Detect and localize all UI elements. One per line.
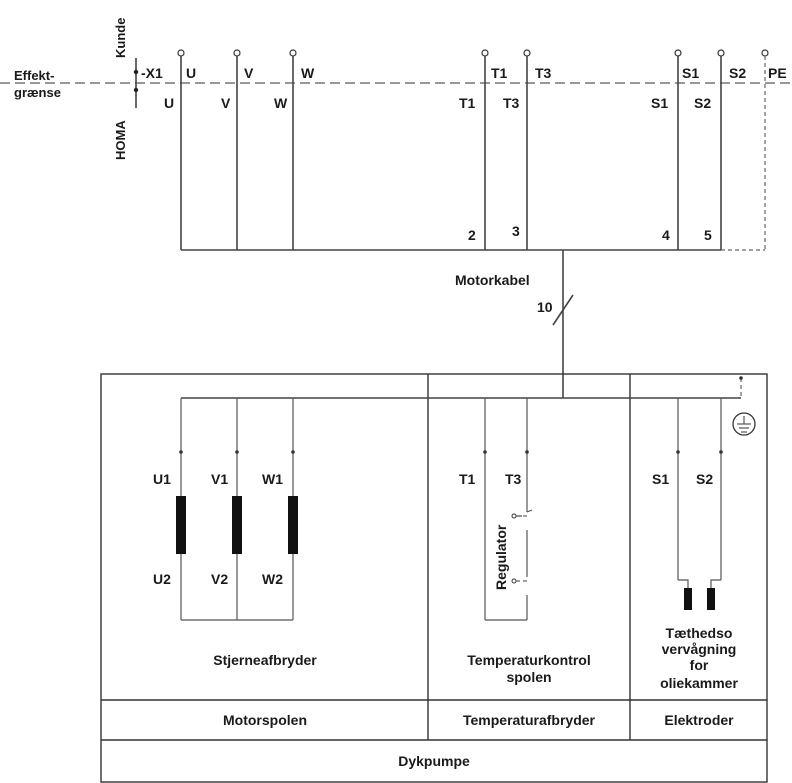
electrode-section-footer: Elektroder bbox=[664, 712, 734, 728]
electrode-caption-line: oliekammer bbox=[660, 675, 738, 691]
pump-box bbox=[100, 373, 768, 783]
customer-terminal-label: V bbox=[244, 65, 254, 81]
cable-slash-mark bbox=[552, 294, 574, 326]
electrode-caption-line: for bbox=[690, 657, 709, 673]
coil-top-label: W1 bbox=[262, 471, 283, 487]
homa-terminal-label: T3 bbox=[503, 95, 520, 111]
customer-side-label: Kunde bbox=[113, 18, 128, 58]
terminal-v-icon bbox=[233, 49, 241, 57]
motor-windings: U1 V1 W1 U2 V2 W2 bbox=[153, 398, 298, 621]
customer-terminals: U V W T1 T3 S1 S2 PE bbox=[177, 49, 787, 81]
coil-bottom-label: W2 bbox=[262, 571, 283, 587]
coil-bottom-label: U2 bbox=[153, 571, 171, 587]
terminal-s1-icon bbox=[674, 49, 682, 57]
cable-core-count: 10 bbox=[537, 299, 553, 315]
homa-side-label: HOMA bbox=[113, 120, 128, 160]
homa-terminal-label: S2 bbox=[694, 95, 711, 111]
core-number: 2 bbox=[468, 227, 476, 243]
customer-terminal-label: PE bbox=[768, 65, 787, 81]
terminal-block-dot-top bbox=[133, 69, 139, 75]
customer-terminal-label: T1 bbox=[491, 65, 508, 81]
homa-terminals: U V W T1 T3 S1 S2 bbox=[164, 95, 711, 111]
core-number: 5 bbox=[704, 227, 712, 243]
terminal-block-label: -X1 bbox=[141, 65, 163, 81]
homa-terminal-label: U bbox=[164, 95, 174, 111]
terminal-pe-icon bbox=[761, 49, 769, 57]
customer-terminal-label: S1 bbox=[682, 65, 699, 81]
electrode-terminal-label: S1 bbox=[652, 471, 669, 487]
terminal-block-dot-bottom bbox=[133, 87, 139, 93]
terminal-w-icon bbox=[289, 49, 297, 57]
conductors bbox=[180, 56, 766, 251]
customer-terminal-label: U bbox=[186, 65, 196, 81]
homa-terminal-label: S1 bbox=[651, 95, 668, 111]
coil-bottom-label: V2 bbox=[211, 571, 228, 587]
boundary-label-line1: Effekt- bbox=[14, 68, 54, 83]
electrodes: S1 S2 bbox=[652, 398, 723, 610]
terminal-t1-icon bbox=[481, 49, 489, 57]
terminal-t3-icon bbox=[523, 49, 531, 57]
temp-caption-line2: spolen bbox=[506, 669, 551, 685]
ground-icon bbox=[732, 412, 756, 436]
homa-terminal-label: W bbox=[274, 95, 288, 111]
electrode-caption-line: Tæthedso bbox=[666, 625, 733, 641]
regulator-label: Regulator bbox=[493, 524, 509, 590]
core-number: 4 bbox=[662, 227, 670, 243]
terminal-u-icon bbox=[177, 49, 185, 57]
winding-u-coil bbox=[176, 496, 186, 554]
customer-terminal-label: S2 bbox=[729, 65, 746, 81]
terminal-s2-icon bbox=[717, 49, 725, 57]
core-number: 3 bbox=[512, 223, 520, 239]
electrode-s2 bbox=[707, 588, 715, 610]
homa-terminal-label: V bbox=[221, 95, 231, 111]
electrode-caption-line: vervågning bbox=[662, 641, 737, 657]
temperature-switch: T1 T3 Regulator bbox=[459, 398, 533, 621]
temp-section-footer: Temperaturafbryder bbox=[463, 712, 596, 728]
customer-terminal-label: W bbox=[301, 65, 315, 81]
pump-label: Dykpumpe bbox=[398, 753, 470, 769]
boundary-label-line2: grænse bbox=[14, 85, 61, 100]
coil-top-label: V1 bbox=[211, 471, 228, 487]
homa-terminal-label: T1 bbox=[459, 95, 476, 111]
temp-caption-line1: Temperaturkontrol bbox=[467, 652, 590, 668]
electrode-s1 bbox=[684, 588, 692, 610]
motor-section-footer: Motorspolen bbox=[223, 712, 307, 728]
coil-top-label: U1 bbox=[153, 471, 171, 487]
electrode-terminal-label: S2 bbox=[696, 471, 713, 487]
winding-v-coil bbox=[232, 496, 242, 554]
temp-terminal-label: T1 bbox=[459, 471, 476, 487]
star-connection-label: Stjerneafbryder bbox=[213, 652, 317, 668]
customer-terminal-label: T3 bbox=[535, 65, 552, 81]
winding-w-coil bbox=[288, 496, 298, 554]
motor-cable-label: Motorkabel bbox=[455, 272, 530, 288]
temp-terminal-label: T3 bbox=[505, 471, 522, 487]
